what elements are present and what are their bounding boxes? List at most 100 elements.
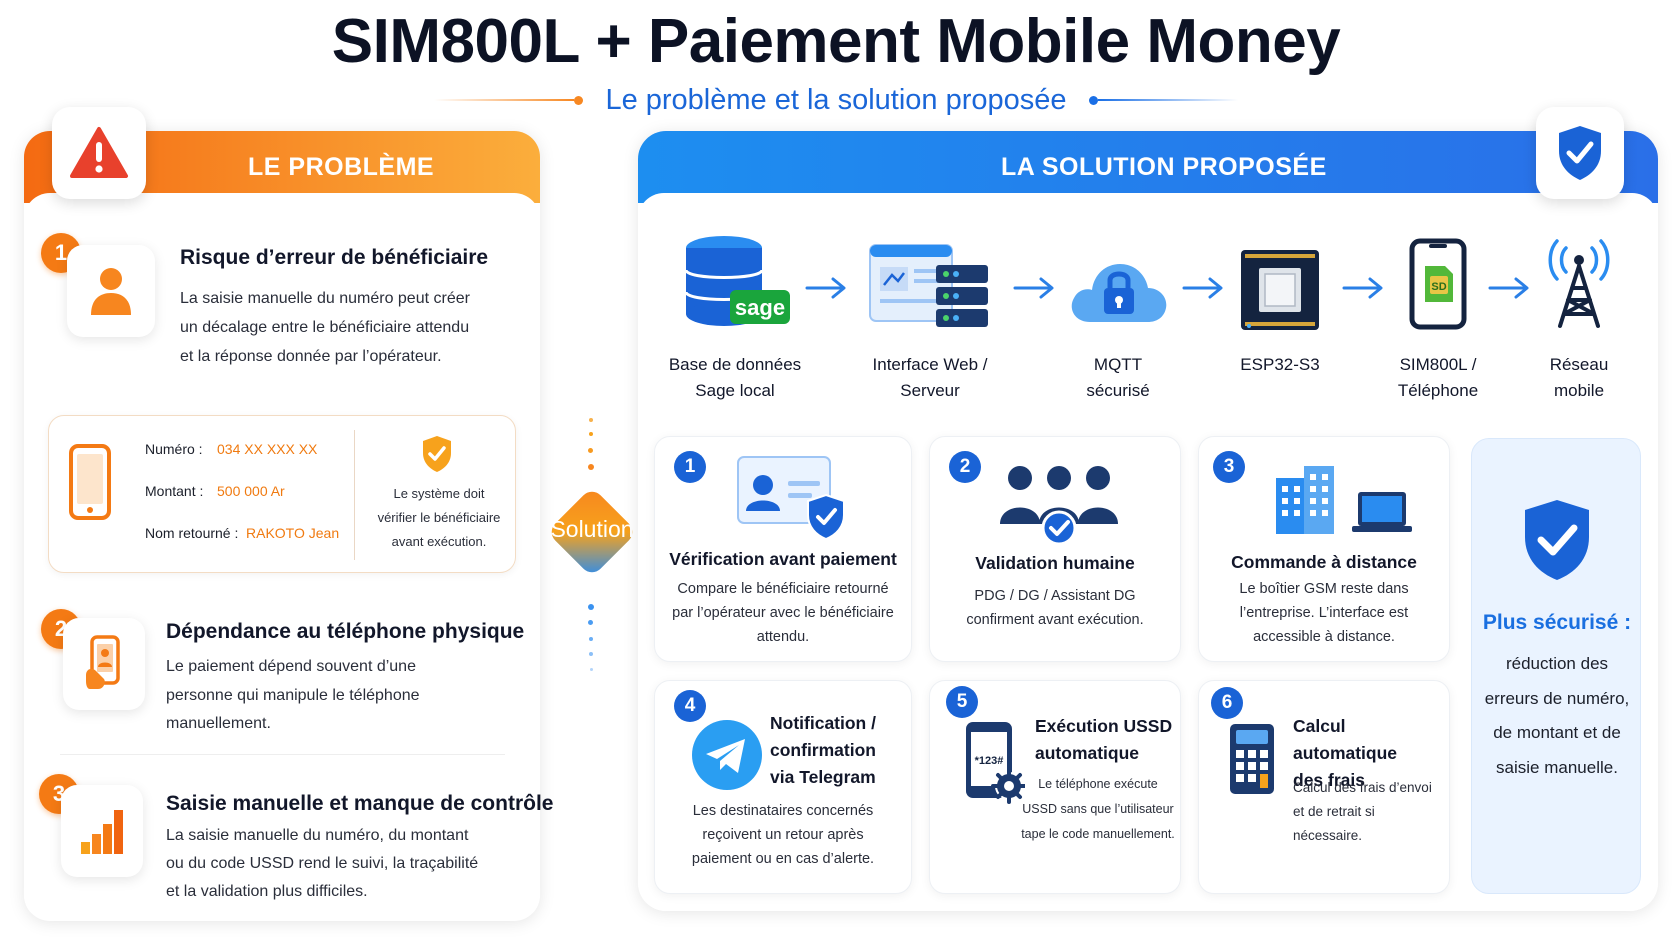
building-laptop-icon [1276, 466, 1412, 534]
feature-number-1: 1 [674, 451, 706, 483]
phone-ussd-icon: *123# [966, 722, 1025, 804]
arrow-right-icon [805, 277, 846, 299]
flow-label-network: Réseau mobile [1549, 355, 1609, 400]
connector-dot [588, 448, 593, 453]
cloud-lock-icon [1071, 264, 1167, 322]
database-icon: sage [684, 236, 790, 326]
problem-title-1: Risque d’erreur de bénéficiaire [180, 246, 489, 269]
feature-number-6: 6 [1211, 687, 1243, 719]
feature-title-1: Vérification avant paiement [669, 549, 897, 569]
connector-dot [589, 418, 593, 422]
feature-text-5: Le téléphone exécute USSD sans que l’uti… [1021, 777, 1175, 841]
flow-label-mqtt: MQTT sécurisé [1086, 355, 1150, 400]
subtitle-line-right [1097, 99, 1238, 101]
flow-label-server: Interface Web / Serveur [872, 355, 988, 400]
problem-icon-tile-1 [67, 245, 155, 337]
feature-number-3: 3 [1213, 451, 1245, 483]
phone-sim-icon: SD [1409, 238, 1467, 330]
secure-summary-card: Plus sécurisé : réduction des erreurs de… [1471, 438, 1641, 894]
flow-esp32 [1239, 244, 1321, 336]
numero-label: Numéro : [145, 441, 203, 457]
feature-text-6: Calcul des frais d’envoi et de retrait s… [1293, 780, 1432, 843]
feature-number-4: 4 [674, 690, 706, 722]
montant-value: 500 000 Ar [217, 483, 285, 499]
id-card-shield-icon [737, 456, 845, 541]
feature-number-2: 2 [949, 451, 981, 483]
secure-text: réduction des erreurs de numéro, de mont… [1484, 654, 1630, 777]
feature-title-6: Calcul automatique des frais [1293, 716, 1398, 790]
solution-header: LA SOLUTION PROPOSÉE [638, 131, 1658, 203]
solution-diamond [551, 491, 633, 573]
flow-label-esp32: ESP32-S3 [1240, 355, 1320, 374]
connector-dot [590, 668, 593, 671]
shield-check-icon [1525, 500, 1589, 580]
phone-icon [69, 444, 111, 520]
problem-title-3: Saisie manuelle et manque de contrôle [166, 792, 554, 815]
numero-value: 034 XX XXX XX [217, 441, 318, 457]
flow-label-sim800l: SIM800L / Téléphone [1397, 355, 1479, 400]
chip-icon [1241, 250, 1319, 330]
example-card: Numéro : 034 XX XXX XX Montant : 500 000… [48, 415, 516, 573]
subtitle-dot-right [1088, 95, 1098, 105]
shield-badge [1536, 107, 1624, 199]
sim-card-text: SD [1431, 281, 1446, 293]
connector-dot [588, 464, 594, 470]
feature-text-4: Les destinataires concernés reçoivent un… [691, 803, 875, 867]
ussd-code-text: *123# [975, 755, 1004, 767]
solution-connector: Solution [532, 478, 652, 590]
sage-logo-text: sage [735, 295, 785, 320]
feature-title-4: Notification / confirmation via Telegram [770, 713, 876, 787]
calculator-icon [1230, 724, 1274, 794]
example-note: Le système doit vérifier le bénéficiaire… [377, 486, 501, 549]
page-subtitle: Le problème et la solution proposée [605, 83, 1067, 116]
shield-check-icon [423, 436, 451, 472]
warning-icon [70, 127, 128, 178]
problem-text-3: La saisie manuelle du numéro, du montant… [166, 827, 479, 900]
page-title: SIM800L + Paiement Mobile Money [331, 7, 1341, 76]
server-icon [869, 244, 988, 327]
user-icon [91, 268, 131, 315]
team-icon [1000, 466, 1118, 546]
problem-title: LE PROBLÈME [248, 153, 435, 181]
shield-check-icon [1559, 126, 1601, 180]
arrow-right-icon [1342, 277, 1383, 299]
nom-value: RAKOTO Jean [246, 525, 340, 541]
problem-separator [60, 754, 505, 755]
problem-text-2: Le paiement dépend souvent d’une personn… [166, 658, 420, 732]
hand-phone-icon [86, 635, 120, 689]
nom-label: Nom retourné : [145, 525, 239, 541]
flow-sim800l: SD [1408, 238, 1468, 330]
secure-title: Plus sécurisé : [1482, 611, 1632, 634]
warning-badge [52, 107, 146, 199]
subtitle-line-left [434, 99, 575, 101]
arrow-right-icon [1013, 277, 1054, 299]
flow-label-database: Base de données Sage local [668, 355, 802, 400]
problem-icon-tile-3 [61, 785, 143, 877]
arrow-right-icon [1182, 277, 1223, 299]
feature-title-3: Commande à distance [1231, 552, 1417, 572]
solution-title: LA SOLUTION PROPOSÉE [1001, 153, 1327, 181]
problem-title-2: Dépendance au téléphone physique [166, 620, 525, 643]
flow-network [1546, 238, 1612, 330]
flow-server [868, 240, 990, 332]
connector-dot [588, 604, 594, 610]
example-divider [354, 430, 355, 560]
antenna-icon [1548, 239, 1610, 328]
connector-dot [588, 620, 593, 625]
connector-dot [589, 652, 593, 656]
problem-text-1: La saisie manuelle du numéro peut créer … [180, 290, 470, 365]
problem-icon-tile-2 [63, 618, 145, 710]
telegram-icon [692, 720, 762, 790]
subtitle-dot-left [574, 95, 584, 105]
solution-connector-label: Solution [550, 516, 634, 542]
feature-text-2: PDG / DG / Assistant DG confirment avant… [966, 588, 1144, 628]
feature-title-5: Exécution USSD automatique [1035, 716, 1173, 763]
feature-number-5: 5 [946, 686, 978, 718]
flow-mqtt [1066, 242, 1170, 334]
flow-database: sage [682, 236, 792, 328]
feature-text-1: Compare le bénéficiaire retourné par l’o… [672, 581, 894, 645]
montant-label: Montant : [145, 483, 204, 499]
connector-dot [589, 637, 593, 641]
subtitle-row: Le problème et la solution proposée [0, 82, 1672, 118]
feature-title-2: Validation humaine [975, 553, 1135, 573]
